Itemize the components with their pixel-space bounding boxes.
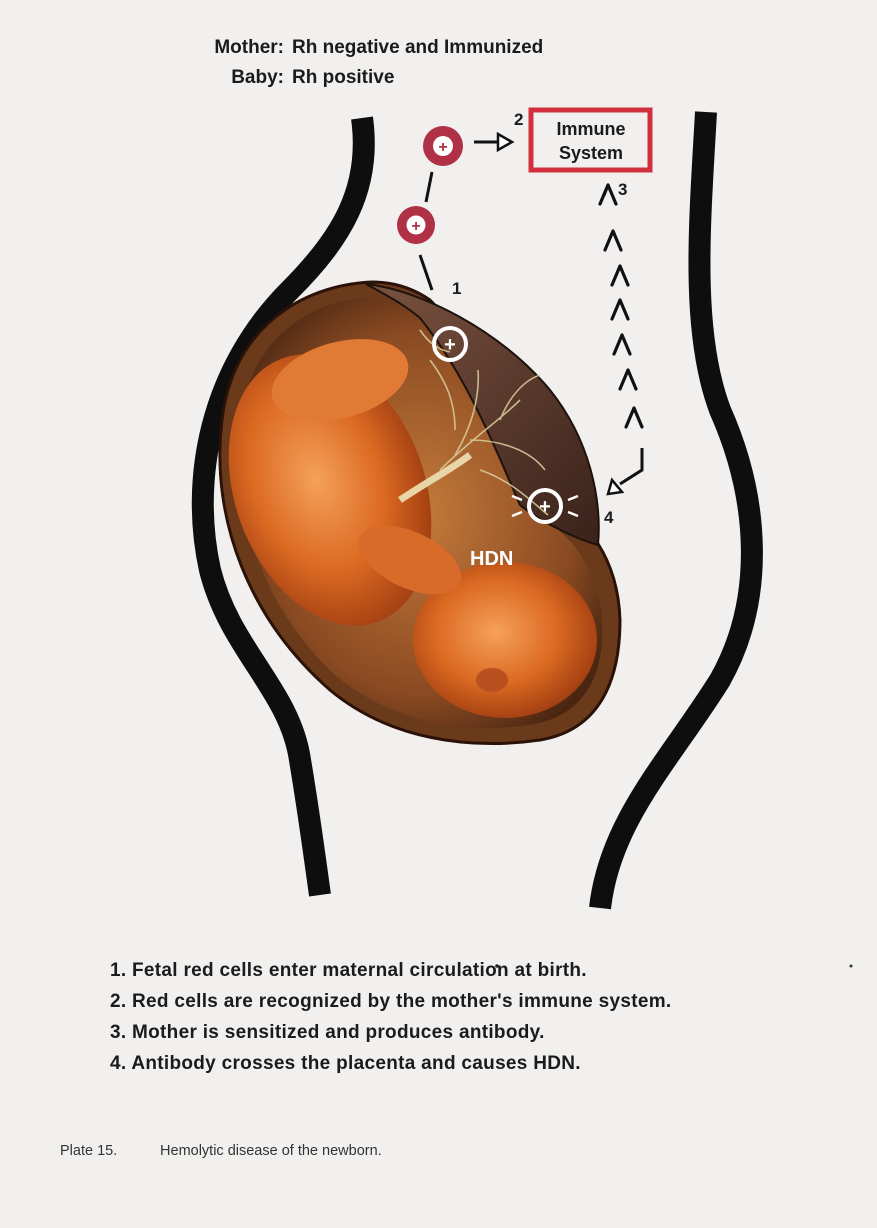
- path-line-1b: [426, 172, 432, 202]
- immune-system-box: Immune System: [531, 110, 650, 170]
- antibody-icon: [600, 185, 616, 204]
- svg-text:+: +: [539, 496, 551, 518]
- antibody-icon: [626, 408, 642, 427]
- maternal-rbc-upper: +: [423, 126, 463, 166]
- maternal-rbc-lower: +: [397, 206, 435, 244]
- step-4: 4. Antibody crosses the placenta and cau…: [110, 1048, 672, 1079]
- arrow-to-immune-system: [474, 134, 512, 150]
- marker-2: 2: [514, 110, 523, 129]
- svg-text:+: +: [444, 334, 456, 356]
- antibody-icon: [614, 335, 630, 354]
- marker-1: 1: [452, 279, 461, 298]
- plate-caption: Plate 15. Hemolytic disease of the newbo…: [60, 1143, 382, 1159]
- immune-box-line-2: System: [559, 143, 623, 163]
- hdn-label: HDN: [470, 548, 513, 570]
- speck: [850, 965, 853, 968]
- plate-number: Plate 15.: [60, 1143, 156, 1159]
- marker-4: 4: [604, 508, 614, 527]
- antibody-chain: [600, 185, 642, 427]
- arrow-to-placenta: [608, 448, 642, 494]
- step-2: 2. Red cells are recognized by the mothe…: [110, 986, 672, 1017]
- step-1: 1. Fetal red cells enter maternal circul…: [110, 955, 672, 986]
- antibody-icon: [612, 266, 628, 285]
- step-3: 3. Mother is sensitized and produces ant…: [110, 1017, 672, 1048]
- mother-body-right-outline: [600, 112, 752, 908]
- immune-box-line-1: Immune: [556, 119, 625, 139]
- antibody-icon: [620, 370, 636, 389]
- step-list: 1. Fetal red cells enter maternal circul…: [110, 955, 672, 1079]
- marker-3: 3: [618, 180, 627, 199]
- caption-text: Hemolytic disease of the newborn.: [160, 1143, 382, 1159]
- fetus-ear: [476, 668, 508, 692]
- antibody-icon: [612, 300, 628, 319]
- antibody-icon: [605, 231, 621, 250]
- svg-text:+: +: [411, 218, 420, 235]
- path-line-1: [420, 255, 432, 290]
- svg-text:+: +: [438, 139, 447, 156]
